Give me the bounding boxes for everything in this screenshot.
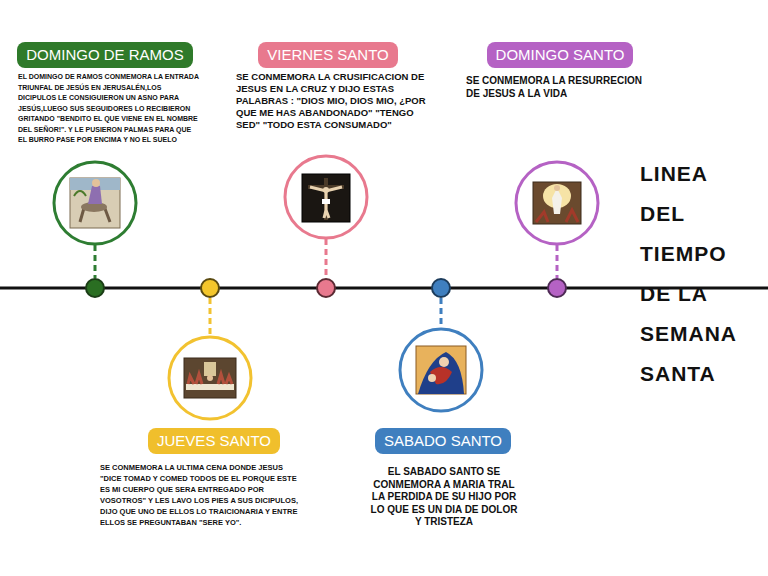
guards [536, 210, 578, 222]
picture-ring [516, 162, 598, 244]
event-heading: JUEVES SANTO [148, 428, 280, 454]
rider-head [92, 179, 100, 187]
jesus-head [207, 375, 213, 381]
stem [556, 245, 559, 278]
stem [440, 298, 443, 329]
risen-head [554, 185, 560, 191]
event-heading: DOMINGO SANTO [487, 42, 634, 68]
palm-branch [74, 191, 86, 196]
risen-figure [552, 188, 562, 214]
event-description: SE CONMEMORA LA CRUSIFICACION DE JESUS E… [236, 71, 432, 131]
event-description: EL SABADO SANTO SE CONMEMORA A MARIA TRA… [370, 466, 518, 529]
picture-ring [400, 329, 482, 411]
timeline-dot [201, 279, 219, 297]
event-description: EL DOMINGO DE RAMOS CONMEMORA LA ENTRADA… [18, 72, 200, 146]
rider-robe [88, 186, 102, 204]
timeline-dot [317, 279, 335, 297]
child-face [428, 374, 436, 382]
mary-face [439, 357, 449, 367]
stem [209, 298, 212, 336]
resurrection-picture [533, 182, 581, 224]
loincloth [322, 199, 330, 204]
table [186, 384, 234, 390]
stem [325, 239, 328, 278]
timeline-dot [432, 279, 450, 297]
event-heading: DOMINGO DE RAMOS [17, 42, 193, 68]
timeline-dot [86, 279, 104, 297]
picture-ring [169, 337, 251, 419]
picture-ring [285, 156, 367, 238]
diagram-title: LINEA DEL TIEMPO DE LA SEMANA SANTA [640, 154, 738, 394]
palm-sunday-picture [70, 178, 120, 228]
holy-saturday-picture [416, 346, 466, 394]
mary-mantle [418, 352, 464, 394]
event-description: SE CONMEMORA LA ULTIMA CENA DONDE JESUS … [100, 462, 304, 528]
apostles [188, 374, 232, 384]
crucifixion-picture [302, 174, 350, 222]
last-supper-picture [184, 358, 236, 398]
event-description: SE CONMEMORA LA RESURRECION DE JESUS A L… [466, 74, 646, 100]
window [204, 362, 216, 376]
picture-ring [54, 162, 136, 244]
event-heading: VIERNES SANTO [258, 42, 397, 68]
event-heading: SABADO SANTO [375, 428, 511, 454]
timeline-dot [548, 279, 566, 297]
figure-head [323, 187, 329, 193]
stem [94, 245, 97, 278]
crucified-figure [310, 187, 342, 218]
